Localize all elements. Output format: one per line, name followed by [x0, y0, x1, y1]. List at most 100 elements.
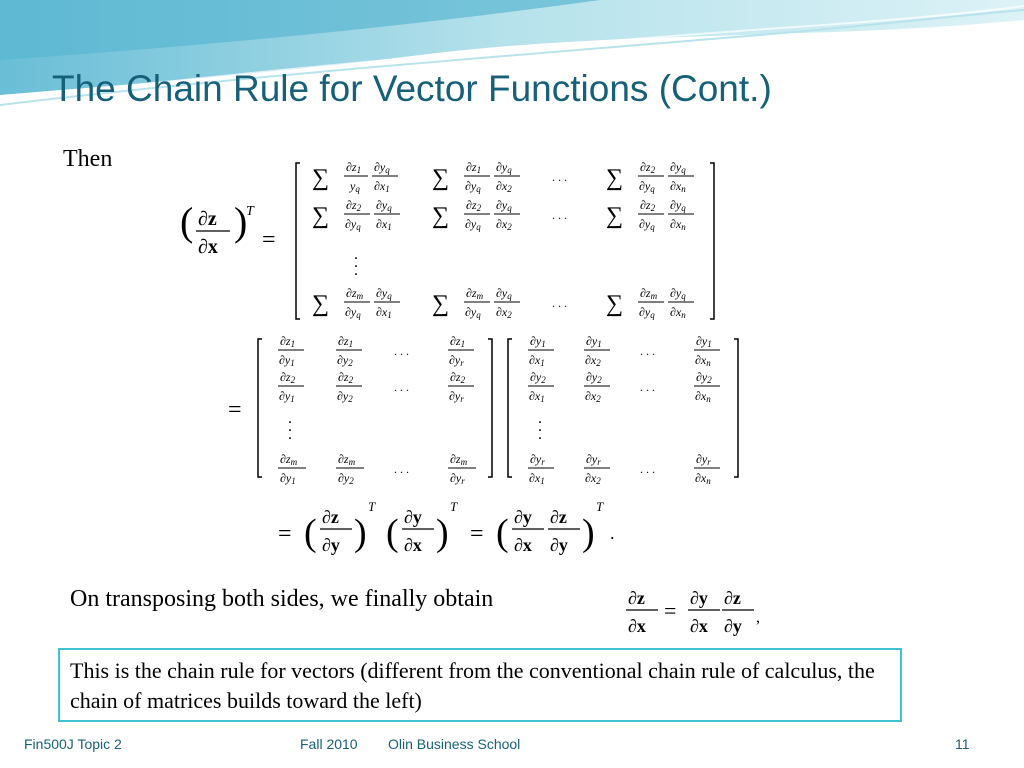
svg-text:∑: ∑: [606, 203, 623, 229]
svg-text:=: =: [470, 521, 484, 547]
svg-text:∂y1: ∂y1: [530, 334, 546, 349]
svg-text:∂xn: ∂xn: [670, 179, 686, 194]
svg-text:∂x: ∂x: [690, 616, 708, 636]
svg-text:∂yq: ∂yq: [670, 198, 686, 213]
svg-text:∂z2: ∂z2: [280, 370, 296, 385]
svg-text:T: T: [596, 499, 604, 514]
svg-text:.: .: [538, 426, 542, 443]
svg-text:. . .: . . .: [640, 380, 655, 394]
svg-text:∂x: ∂x: [514, 535, 532, 555]
svg-text:. . .: . . .: [552, 170, 567, 184]
footer-page-number: 11: [955, 736, 970, 752]
svg-text:): ): [436, 512, 449, 554]
svg-text:∂y1: ∂y1: [696, 334, 712, 349]
svg-text:∂y: ∂y: [690, 588, 708, 608]
svg-text:∂x2: ∂x2: [585, 353, 601, 368]
svg-text:∂z1: ∂z1: [466, 160, 481, 175]
svg-text:.: .: [288, 418, 292, 435]
svg-text:∂z1: ∂z1: [346, 160, 361, 175]
svg-text:∂x2: ∂x2: [585, 471, 601, 486]
svg-text:∂y1: ∂y1: [279, 389, 295, 404]
svg-text:∂yq: ∂yq: [376, 198, 392, 213]
svg-text:(: (: [180, 199, 193, 244]
svg-text:∂z1: ∂z1: [338, 334, 353, 349]
svg-text:. . .: . . .: [394, 344, 409, 358]
svg-text:∑: ∑: [606, 165, 623, 191]
svg-text:∂yq: ∂yq: [465, 217, 481, 232]
svg-text:∂yq: ∂yq: [345, 217, 361, 232]
svg-text:∂zm: ∂zm: [338, 452, 356, 467]
svg-text:. . .: . . .: [394, 380, 409, 394]
svg-text:∂y: ∂y: [322, 535, 340, 555]
svg-text:∂yq: ∂yq: [465, 305, 481, 320]
svg-text:∂yq: ∂yq: [639, 305, 655, 320]
svg-text:∂y1: ∂y1: [279, 353, 295, 368]
svg-text:∂y2: ∂y2: [337, 353, 353, 368]
svg-text:. . .: . . .: [640, 462, 655, 476]
svg-text:∂zm: ∂zm: [346, 286, 364, 301]
svg-text:∂zm: ∂zm: [450, 452, 468, 467]
svg-text:): ): [354, 512, 367, 554]
svg-text:yq: yq: [349, 179, 360, 194]
svg-text:. . .: . . .: [552, 208, 567, 222]
svg-text:T: T: [246, 204, 255, 219]
svg-text:∂y2: ∂y2: [530, 370, 546, 385]
svg-text:∂y: ∂y: [550, 535, 568, 555]
svg-text:∂y2: ∂y2: [586, 370, 602, 385]
then-label: Then: [63, 146, 113, 172]
svg-text:∂x1: ∂x1: [529, 353, 545, 368]
svg-text:∂yq: ∂yq: [496, 286, 512, 301]
svg-text:∂xn: ∂xn: [695, 471, 711, 486]
svg-text:∂y: ∂y: [514, 507, 532, 527]
svg-text:∑: ∑: [312, 165, 329, 191]
svg-text:∂yq: ∂yq: [670, 286, 686, 301]
svg-text:∂x2: ∂x2: [496, 305, 512, 320]
svg-text:∂z1: ∂z1: [280, 334, 295, 349]
svg-text:∂z2: ∂z2: [466, 198, 482, 213]
svg-text:=: =: [664, 598, 676, 623]
svg-text:∂z2: ∂z2: [640, 160, 656, 175]
svg-text:∂yr: ∂yr: [449, 353, 464, 368]
svg-text:∂y1: ∂y1: [280, 471, 296, 486]
svg-text:∂yq: ∂yq: [639, 217, 655, 232]
final-chain-rule-equation: ∂z ∂x = ∂y ∂x ∂z ∂y ,: [622, 578, 766, 642]
svg-text:. . .: . . .: [552, 296, 567, 310]
svg-text:. . .: . . .: [640, 344, 655, 358]
svg-text:∂x2: ∂x2: [496, 179, 512, 194]
svg-text:∂yq: ∂yq: [670, 160, 686, 175]
svg-text:∂zm: ∂zm: [640, 286, 658, 301]
svg-text:∂x: ∂x: [198, 236, 218, 258]
chain-rule-derivation-equation: ( ∂z ∂x ) T = ∑ ∂z1 yq ∂yq ∂x1 ∑ ∂z1 ∂yq ∂y…: [172, 143, 784, 568]
svg-text:∂y: ∂y: [724, 616, 742, 636]
svg-text:∑: ∑: [432, 203, 449, 229]
svg-text:.: .: [538, 410, 542, 427]
svg-text:∂z2: ∂z2: [338, 370, 354, 385]
svg-text:(: (: [304, 512, 317, 554]
svg-text:∂y: ∂y: [404, 507, 422, 527]
svg-text:∂yr: ∂yr: [586, 452, 601, 467]
svg-text:∂z: ∂z: [550, 507, 567, 527]
footer-term: Fall 2010: [300, 736, 358, 752]
svg-text:∂x1: ∂x1: [376, 305, 392, 320]
svg-text:∂xn: ∂xn: [670, 217, 686, 232]
svg-text:∂z: ∂z: [322, 507, 339, 527]
svg-text:∑: ∑: [606, 291, 623, 317]
svg-text:.: .: [354, 246, 358, 263]
transpose-statement: On transposing both sides, we finally ob…: [70, 586, 494, 612]
svg-text:∂y2: ∂y2: [337, 389, 353, 404]
svg-text:∂z: ∂z: [198, 208, 217, 230]
svg-text:∂yq: ∂yq: [376, 286, 392, 301]
svg-text:∂yq: ∂yq: [345, 305, 361, 320]
svg-text:.: .: [354, 254, 358, 271]
footer-course: Fin500J Topic 2: [24, 736, 122, 752]
svg-text:.: .: [354, 262, 358, 279]
svg-text:∂yq: ∂yq: [496, 160, 512, 175]
svg-text:∂y2: ∂y2: [338, 471, 354, 486]
footer-school: Olin Business School: [388, 736, 521, 752]
svg-text:∂yq: ∂yq: [374, 160, 390, 175]
svg-text:∂xn: ∂xn: [695, 353, 711, 368]
svg-text:∂yr: ∂yr: [530, 452, 545, 467]
svg-text:T: T: [450, 499, 458, 514]
svg-text:. . .: . . .: [394, 462, 409, 476]
slide-title: The Chain Rule for Vector Functions (Con…: [52, 68, 772, 109]
